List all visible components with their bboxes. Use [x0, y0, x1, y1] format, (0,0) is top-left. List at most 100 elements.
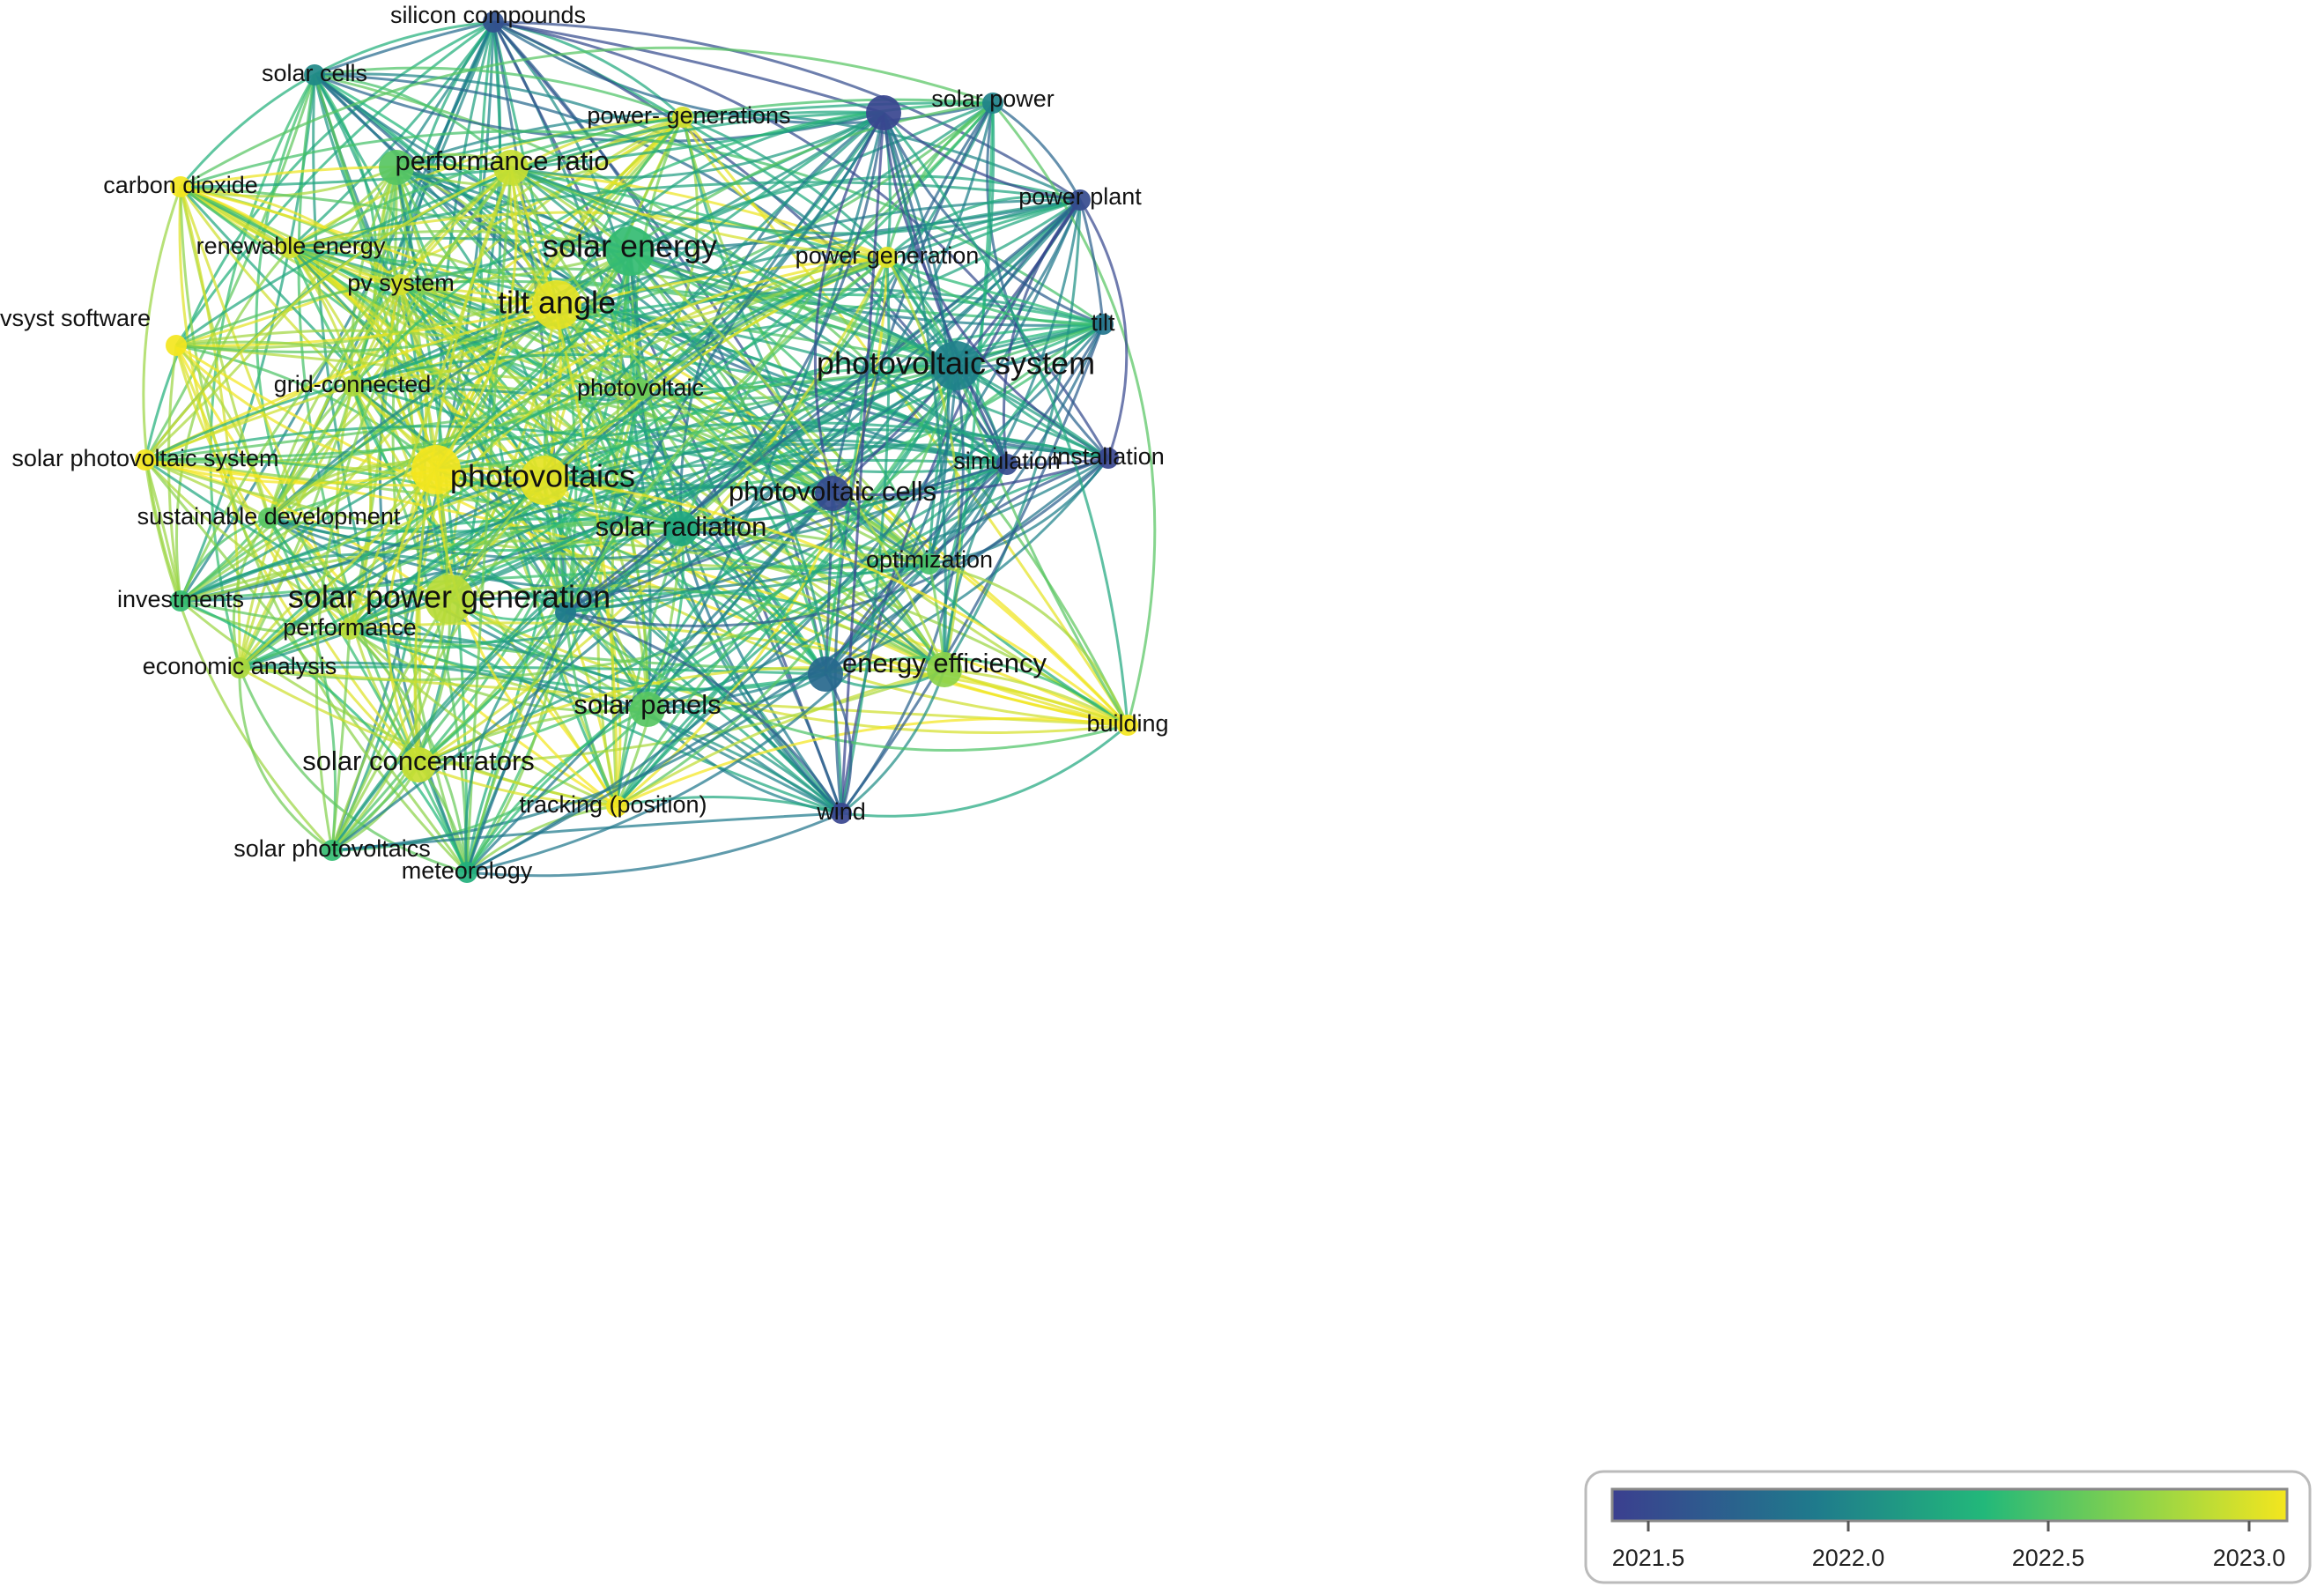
- link-edge: [463, 611, 567, 873]
- keyword-node-photovoltaic[interactable]: [630, 379, 651, 400]
- link-edge: [175, 303, 558, 347]
- keyword-label-perfratio: performance ratio: [396, 145, 610, 176]
- keyword-node-simulation[interactable]: [996, 454, 1018, 475]
- link-edge: [616, 716, 1129, 808]
- link-edge: [448, 492, 833, 601]
- keyword-label-installation: installation: [1052, 443, 1165, 470]
- link-edge: [832, 456, 1109, 497]
- link-edge: [435, 463, 1008, 523]
- keyword-label-tracking: tracking (position): [519, 791, 707, 818]
- keyword-node-installation[interactable]: [1098, 448, 1119, 469]
- link-edge: [616, 668, 945, 808]
- keyword-node-spg[interactable]: [425, 575, 474, 624]
- link-edge: [555, 304, 649, 710]
- keyword-node-solarcells[interactable]: [304, 64, 325, 85]
- keyword-label-powerplant: power plant: [1018, 183, 1142, 210]
- link-edge: [840, 323, 1105, 814]
- link-edge: [510, 166, 1104, 326]
- link-edge: [492, 20, 884, 115]
- keyword-node-sustainable[interactable]: [258, 508, 279, 529]
- keyword-node-investments[interactable]: [170, 590, 191, 612]
- link-edge: [813, 112, 885, 494]
- keyword-node-tiltangle[interactable]: [532, 280, 581, 330]
- link-edge: [882, 112, 1104, 326]
- link-edge: [330, 389, 642, 852]
- keyword-label-investments: investments: [117, 586, 244, 612]
- keyword-node-economic[interactable]: [229, 657, 250, 678]
- keyword-label-tilt: tilt: [1092, 309, 1115, 336]
- legend-tick-label: 2022.0: [1812, 1545, 1885, 1571]
- keyword-node-hub3[interactable]: [555, 602, 576, 623]
- keyword-node-silicon[interactable]: [483, 11, 504, 33]
- link-edge: [330, 469, 448, 852]
- link-edge: [991, 102, 1157, 726]
- link-edge: [544, 198, 1081, 482]
- keyword-node-powerplant[interactable]: [1069, 189, 1091, 211]
- link-edge: [565, 590, 945, 671]
- link-edge: [954, 198, 1082, 367]
- keyword-node-solarpower[interactable]: [982, 93, 1003, 114]
- keyword-node-hub5[interactable]: [411, 445, 461, 494]
- keyword-label-energyeff: energy efficiency: [842, 648, 1047, 678]
- keyword-node-optimization[interactable]: [919, 553, 940, 575]
- keyword-node-photovoltaics[interactable]: [520, 456, 569, 505]
- keyword-node-solarpanels[interactable]: [630, 692, 665, 727]
- keyword-label-solarrad: solar radiation: [596, 511, 767, 542]
- link-edge: [418, 612, 567, 767]
- link-edge: [510, 111, 884, 179]
- keyword-node-powergens[interactable]: [672, 107, 693, 128]
- link-edge: [929, 562, 1129, 726]
- keyword-node-solarrad[interactable]: [663, 511, 699, 546]
- link-edge: [418, 668, 945, 767]
- keyword-node-powergen[interactable]: [877, 247, 898, 268]
- link-edge: [389, 284, 438, 471]
- link-edge: [1078, 199, 1129, 459]
- keyword-node-concentrators[interactable]: [401, 747, 436, 782]
- keyword-node-hub2[interactable]: [493, 150, 529, 185]
- keyword-node-perfratio[interactable]: [379, 150, 414, 185]
- keyword-node-hub4[interactable]: [808, 656, 843, 692]
- keyword-node-carbon[interactable]: [170, 176, 191, 197]
- link-edge: [1078, 199, 1105, 325]
- keyword-label-photovoltaic: photovoltaic: [577, 374, 704, 401]
- link-edge: [565, 562, 930, 614]
- keyword-label-photovoltaics: photovoltaics: [450, 458, 635, 494]
- keyword-label-solarpvsys: solar photovoltaic system: [11, 445, 278, 471]
- keyword-node-energyeff[interactable]: [927, 652, 962, 687]
- link-edge: [315, 167, 513, 851]
- link-edge: [615, 456, 1109, 807]
- keyword-node-pvsyst[interactable]: [166, 335, 187, 356]
- keyword-node-pvsys[interactable]: [931, 341, 981, 390]
- keyword-node-pvsystem[interactable]: [390, 274, 411, 295]
- link-edge: [180, 198, 1082, 603]
- keyword-node-hub1[interactable]: [866, 95, 901, 130]
- color-legend: 2021.5 2022.0 2022.5 2023.0: [1584, 1470, 2312, 1584]
- link-edge: [314, 20, 494, 77]
- link-edge: [400, 283, 827, 675]
- keyword-label-optimization: optimization: [866, 546, 993, 573]
- keyword-label-concentrators: solar concentrators: [302, 745, 535, 776]
- keyword-node-solarpvsys[interactable]: [135, 449, 156, 471]
- link-edge: [1006, 456, 1109, 466]
- keyword-node-performance[interactable]: [339, 619, 360, 640]
- keyword-node-building[interactable]: [1117, 715, 1138, 736]
- link-edge: [565, 102, 995, 614]
- link-edge: [639, 389, 843, 815]
- keyword-node-tracking[interactable]: [606, 796, 627, 817]
- keyword-label-sustainable: sustainable development: [137, 503, 401, 530]
- link-edge: [167, 345, 182, 602]
- link-edge: [465, 256, 888, 873]
- keyword-node-pvcells[interactable]: [815, 476, 850, 511]
- keyword-node-wind[interactable]: [831, 803, 852, 824]
- link-edge: [510, 166, 843, 814]
- keyword-node-gridconn[interactable]: [342, 375, 363, 397]
- link-edge: [331, 812, 842, 852]
- keyword-node-solarpvs[interactable]: [322, 840, 343, 861]
- link-edge: [616, 256, 889, 808]
- keyword-node-solarenergy[interactable]: [605, 226, 655, 276]
- keyword-node-renewable[interactable]: [280, 237, 301, 258]
- keyword-node-meteorology[interactable]: [456, 862, 477, 883]
- keyword-node-tilt[interactable]: [1092, 314, 1114, 335]
- link-edge: [943, 463, 1009, 671]
